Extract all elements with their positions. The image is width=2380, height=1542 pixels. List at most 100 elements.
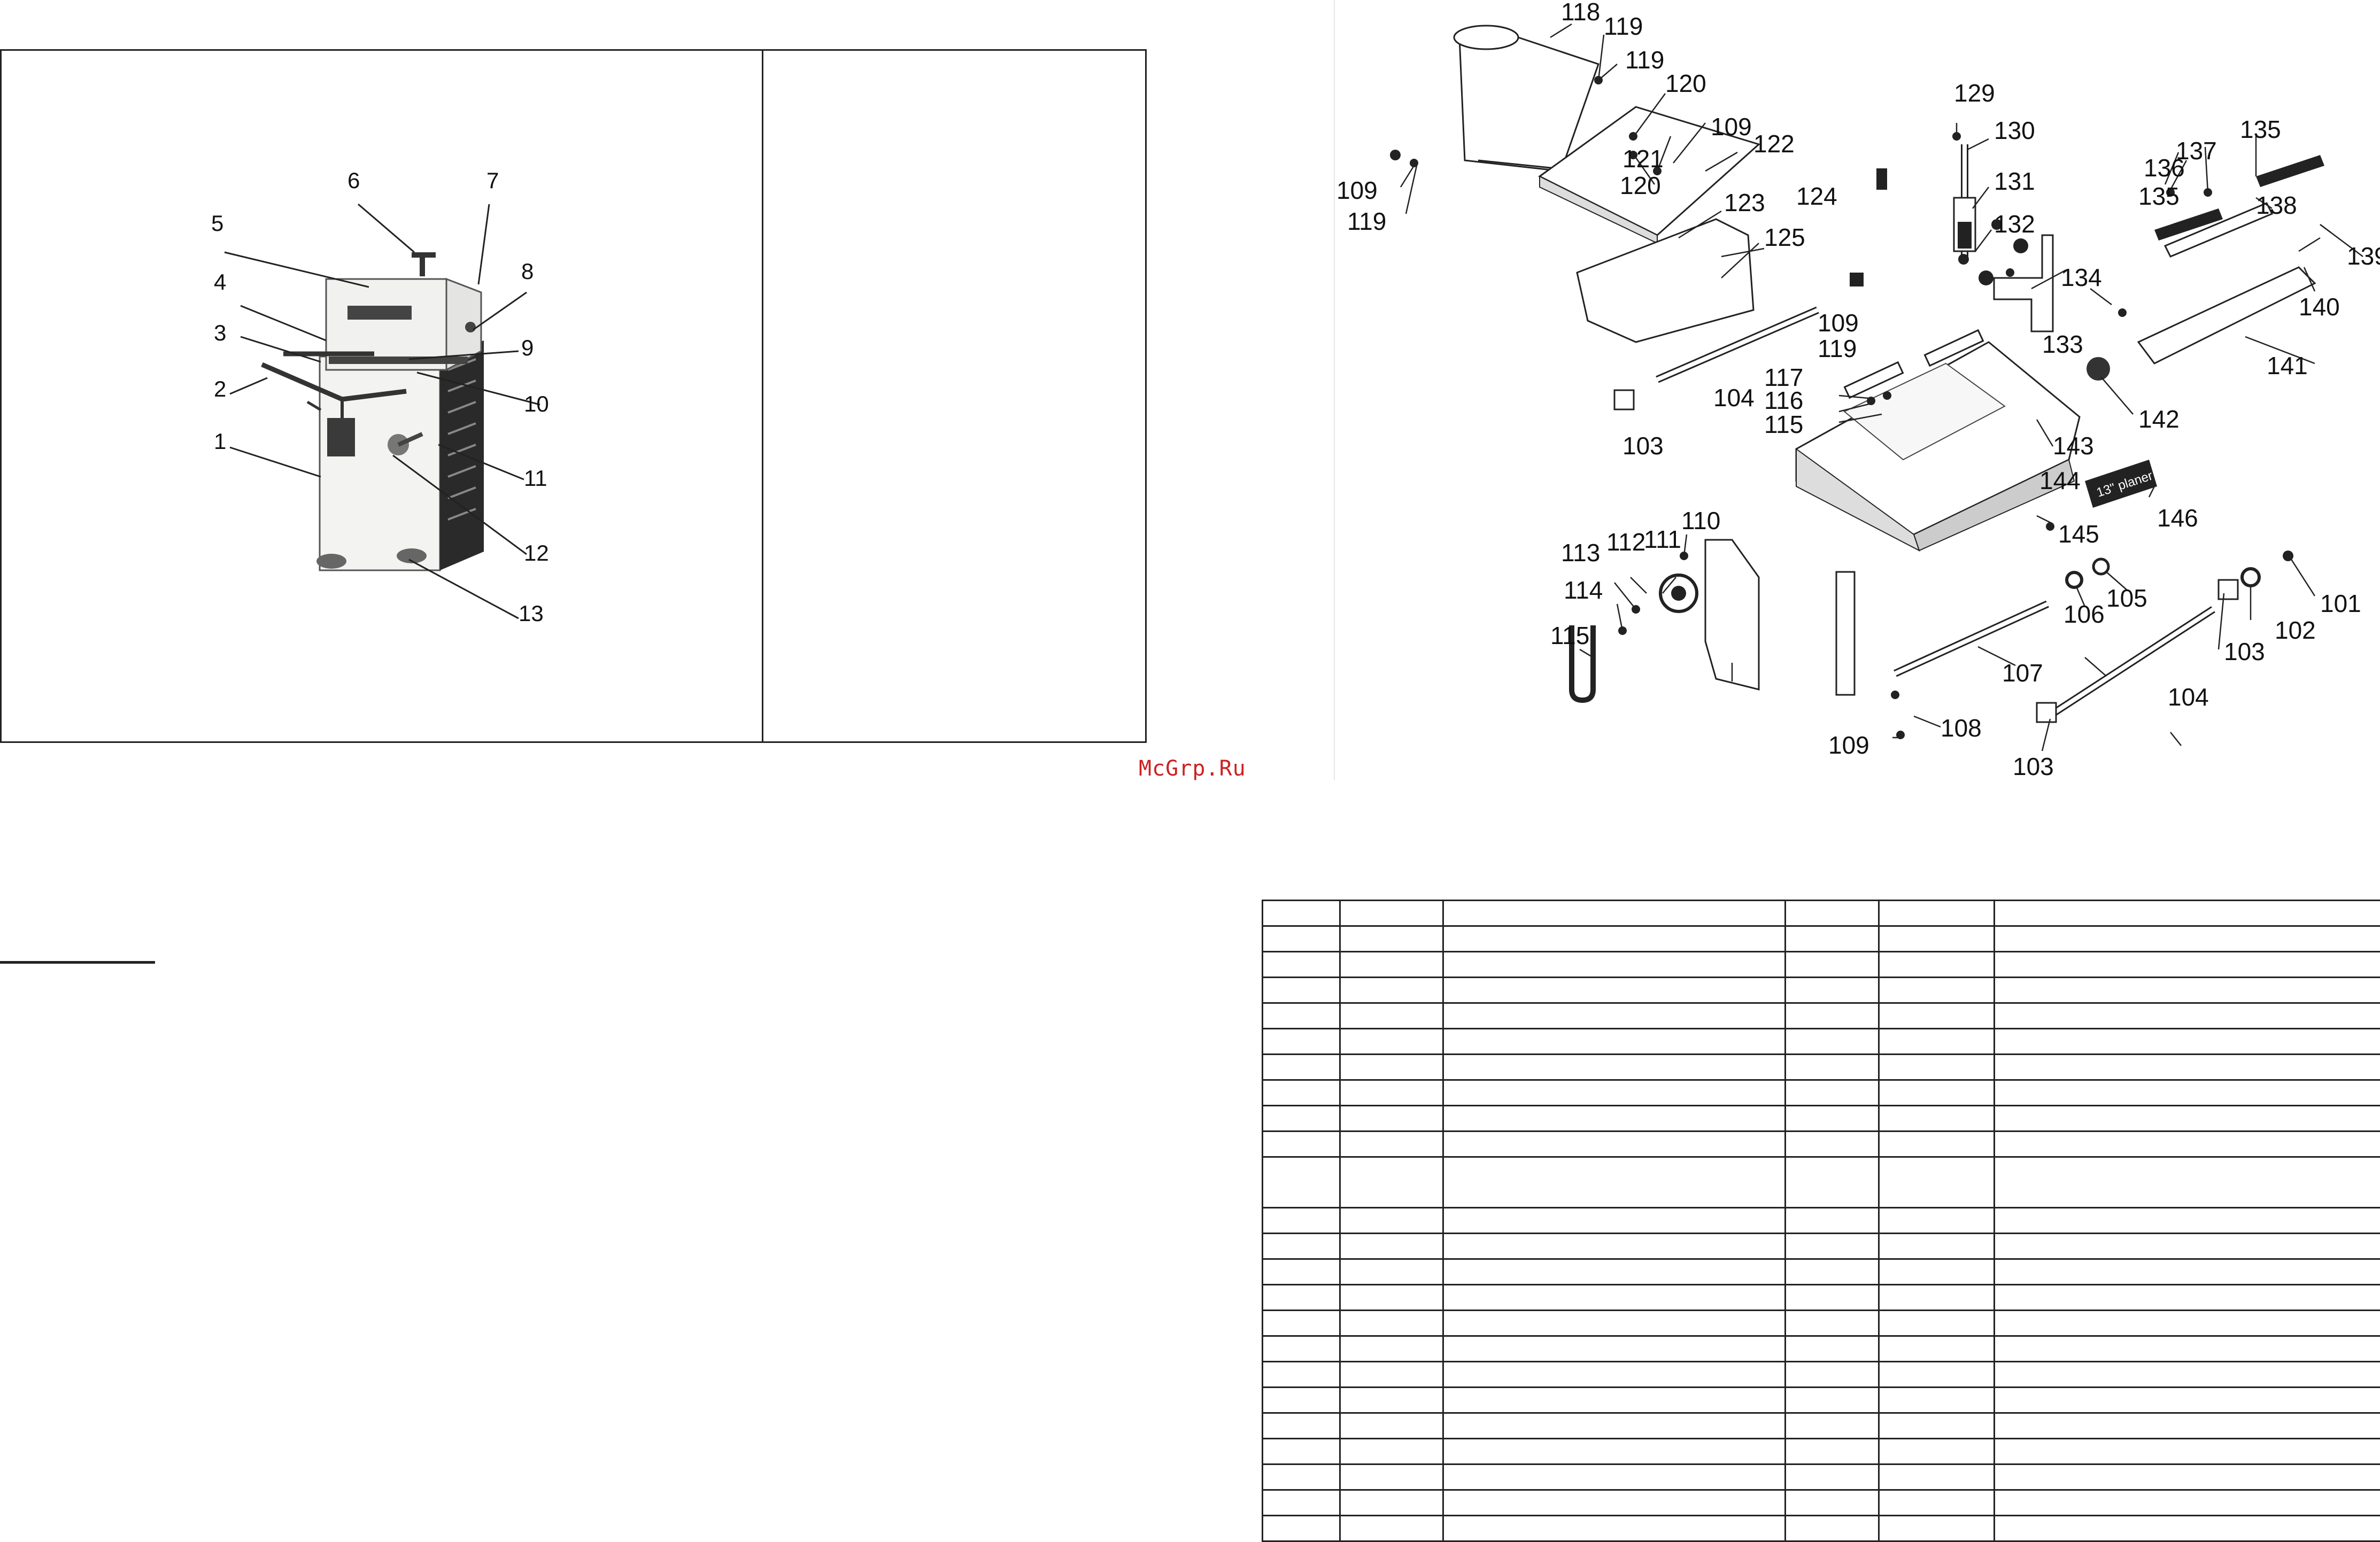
cover-plate <box>1577 219 1753 342</box>
table-cell <box>1995 1388 2380 1413</box>
table-cell <box>1786 1362 1879 1388</box>
callout-127: 121 <box>1622 145 1664 173</box>
table-cell <box>1443 1515 1786 1541</box>
callout-128: 122 <box>1753 130 1795 158</box>
table-cell <box>1786 1439 1879 1464</box>
table-cell <box>1995 1464 2380 1490</box>
table-cell <box>1340 1080 1443 1105</box>
callout-132: 132 <box>1994 210 2035 238</box>
table-cell <box>1786 1490 1879 1515</box>
table-cell <box>1786 1028 1879 1054</box>
table-row <box>1263 1131 2380 1157</box>
table-row <box>1263 1413 2380 1439</box>
callout-142: 142 <box>2138 405 2180 433</box>
table-cell <box>1340 1413 1443 1439</box>
table-row <box>1263 1388 2380 1413</box>
callout-7: 7 <box>486 168 499 193</box>
callout-123: 118 <box>1561 0 1600 26</box>
table-row <box>1263 1311 2380 1336</box>
callout-9: 9 <box>521 335 534 360</box>
table-cell <box>1879 1464 1995 1490</box>
table-cell <box>1263 977 1340 1003</box>
table-cell <box>1263 1490 1340 1515</box>
table-row <box>1263 1054 2380 1080</box>
table-cell <box>1879 1439 1995 1464</box>
table-cell <box>1340 1208 1443 1234</box>
bearing-block-103a <box>1614 390 1634 409</box>
callout-108: 108 <box>1941 714 1982 742</box>
table-cell <box>1879 926 1995 951</box>
table-cell <box>1263 1515 1340 1541</box>
section-rule <box>0 961 155 964</box>
table-row <box>1263 1259 2380 1285</box>
table-cell <box>1995 1336 2380 1362</box>
callout-138: 138 <box>2256 191 2297 219</box>
table-cell <box>1786 1464 1879 1490</box>
table-cell <box>1263 1464 1340 1490</box>
stand-body <box>320 357 440 570</box>
table-cell <box>1995 926 2380 951</box>
callout-12: 12 <box>524 540 549 565</box>
table-cell <box>1786 1311 1879 1336</box>
callout-1: 1 <box>214 429 226 454</box>
table-cell <box>1340 1362 1443 1388</box>
callout-139: 139 <box>2347 242 2380 270</box>
table-cell <box>1995 977 2380 1003</box>
table-row <box>1263 901 2380 926</box>
table-cell <box>1995 951 2380 977</box>
table-row <box>1263 1336 2380 1362</box>
table-cell <box>1786 1234 1879 1259</box>
callout-105: 105 <box>2106 584 2147 612</box>
callout-145: 145 <box>2058 520 2099 548</box>
table-cell <box>1995 1208 2380 1234</box>
table-cell <box>1263 1413 1340 1439</box>
table-cell <box>1879 1311 1995 1336</box>
callout-121: 125 <box>1764 223 1805 251</box>
table-cell <box>1879 1388 1995 1413</box>
callout-113: 113 <box>1561 539 1600 567</box>
table-cell <box>1340 951 1443 977</box>
callout-109-hood: 109 <box>1711 113 1752 141</box>
table-cell <box>1995 1234 2380 1259</box>
table-cell <box>1340 1388 1443 1413</box>
table-row <box>1263 1234 2380 1259</box>
table-cell <box>1263 1157 1340 1208</box>
table-cell <box>1995 1080 2380 1105</box>
table-cell <box>1340 1131 1443 1157</box>
callout-129: 129 <box>1954 79 1995 107</box>
table-cell <box>1879 1234 1995 1259</box>
callout-122: 123 <box>1724 189 1765 216</box>
table-cell <box>1879 1054 1995 1080</box>
table-cell <box>1443 1054 1786 1080</box>
callout-143: 143 <box>2053 432 2094 460</box>
table-row <box>1263 977 2380 1003</box>
callout-119-mid: 119 <box>1818 335 1857 362</box>
callout-11: 11 <box>524 466 547 491</box>
exploded-parts-diagram: 13" planer <box>1336 0 2380 780</box>
callout-103-bottom: 103 <box>2013 753 2054 780</box>
table-row <box>1263 1028 2380 1054</box>
table-cell <box>1263 1336 1340 1362</box>
table-cell <box>1263 1131 1340 1157</box>
elevation-crank <box>465 322 476 332</box>
table-cell <box>1879 1336 1995 1362</box>
table-cell <box>1263 1362 1340 1388</box>
table-cell <box>1263 1388 1340 1413</box>
table-cell <box>1443 1131 1786 1157</box>
callout-137: 137 <box>2176 137 2217 165</box>
table-row <box>1263 1157 2380 1208</box>
table-cell <box>1786 1515 1879 1541</box>
table-row <box>1263 926 2380 951</box>
table-cell <box>1443 1080 1786 1105</box>
watermark: McGrp.Ru <box>1139 756 1246 781</box>
table-cell <box>1443 1157 1786 1208</box>
table-cell <box>1263 1234 1340 1259</box>
table-cell <box>1879 901 1995 926</box>
table-cell <box>1340 1028 1443 1054</box>
callout-111: 111 <box>1644 525 1681 553</box>
table-cell <box>1786 926 1879 951</box>
table-cell <box>1879 1285 1995 1311</box>
callout-102: 102 <box>2275 616 2316 644</box>
table-cell <box>1443 1362 1786 1388</box>
table-cell <box>1879 1413 1995 1439</box>
